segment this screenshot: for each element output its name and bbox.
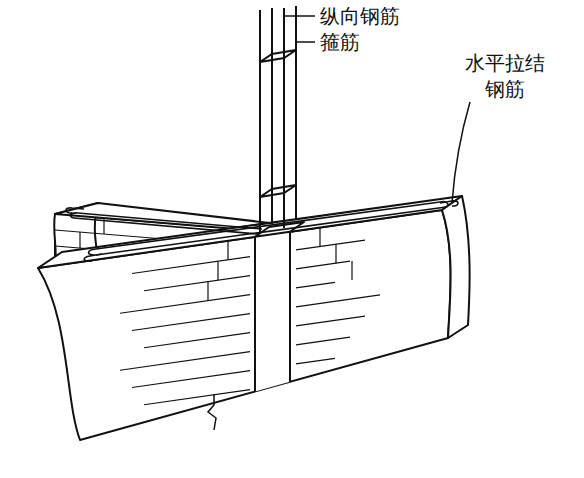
longitudinal-bar	[259, 10, 261, 232]
column-edge	[289, 232, 291, 382]
front-wall-face	[38, 210, 451, 440]
column-rebar	[260, 6, 296, 232]
longitudinal-bar	[271, 8, 273, 224]
wall-detail	[296, 358, 335, 364]
wall-detail	[296, 295, 380, 307]
wall-detail	[296, 261, 350, 269]
wall-detail	[217, 261, 218, 280]
wall-detail	[132, 257, 250, 274]
leader-line	[297, 41, 315, 43]
wall-detail	[120, 295, 250, 314]
wall-detail	[144, 333, 250, 348]
longitudinal-bar	[283, 8, 285, 228]
wall-detail	[207, 282, 208, 301]
part-label: 箍筋	[320, 29, 360, 55]
wall-detail	[335, 244, 336, 263]
front-wall-end	[442, 196, 470, 338]
part-label: 水平拉结 钢筋	[462, 50, 548, 102]
column-strip	[256, 232, 289, 391]
wall-detail	[79, 232, 80, 248]
longitudinal-bar	[295, 6, 297, 220]
back-wall-top	[55, 203, 270, 229]
leader-line	[285, 15, 315, 17]
wall-detail	[144, 276, 250, 291]
wall-detail	[296, 371, 380, 383]
tie-bar-hook	[66, 208, 84, 218]
tie-bars	[66, 201, 458, 261]
column-edge	[254, 237, 256, 392]
wall-detail	[351, 261, 352, 280]
wall-detail	[144, 390, 250, 405]
wall-detail	[120, 228, 380, 405]
wall-detail	[120, 352, 250, 371]
wall-detail	[132, 314, 250, 331]
leader-line	[452, 102, 470, 203]
stirrup	[260, 50, 296, 62]
wall-detail	[132, 371, 250, 388]
wall-detail	[296, 282, 335, 288]
wall-detail	[285, 16, 470, 203]
wall-detail	[319, 228, 320, 247]
wall-detail	[38, 196, 470, 440]
wall-detail	[296, 337, 350, 345]
tie-bar	[74, 213, 262, 234]
stirrup	[260, 185, 296, 197]
part-label: 纵向钢筋	[320, 3, 400, 29]
wall-detail	[296, 316, 365, 326]
break-mark	[208, 394, 216, 430]
wall-detail	[227, 241, 228, 260]
front-wall-top	[38, 196, 462, 268]
wall-detail	[296, 240, 365, 250]
